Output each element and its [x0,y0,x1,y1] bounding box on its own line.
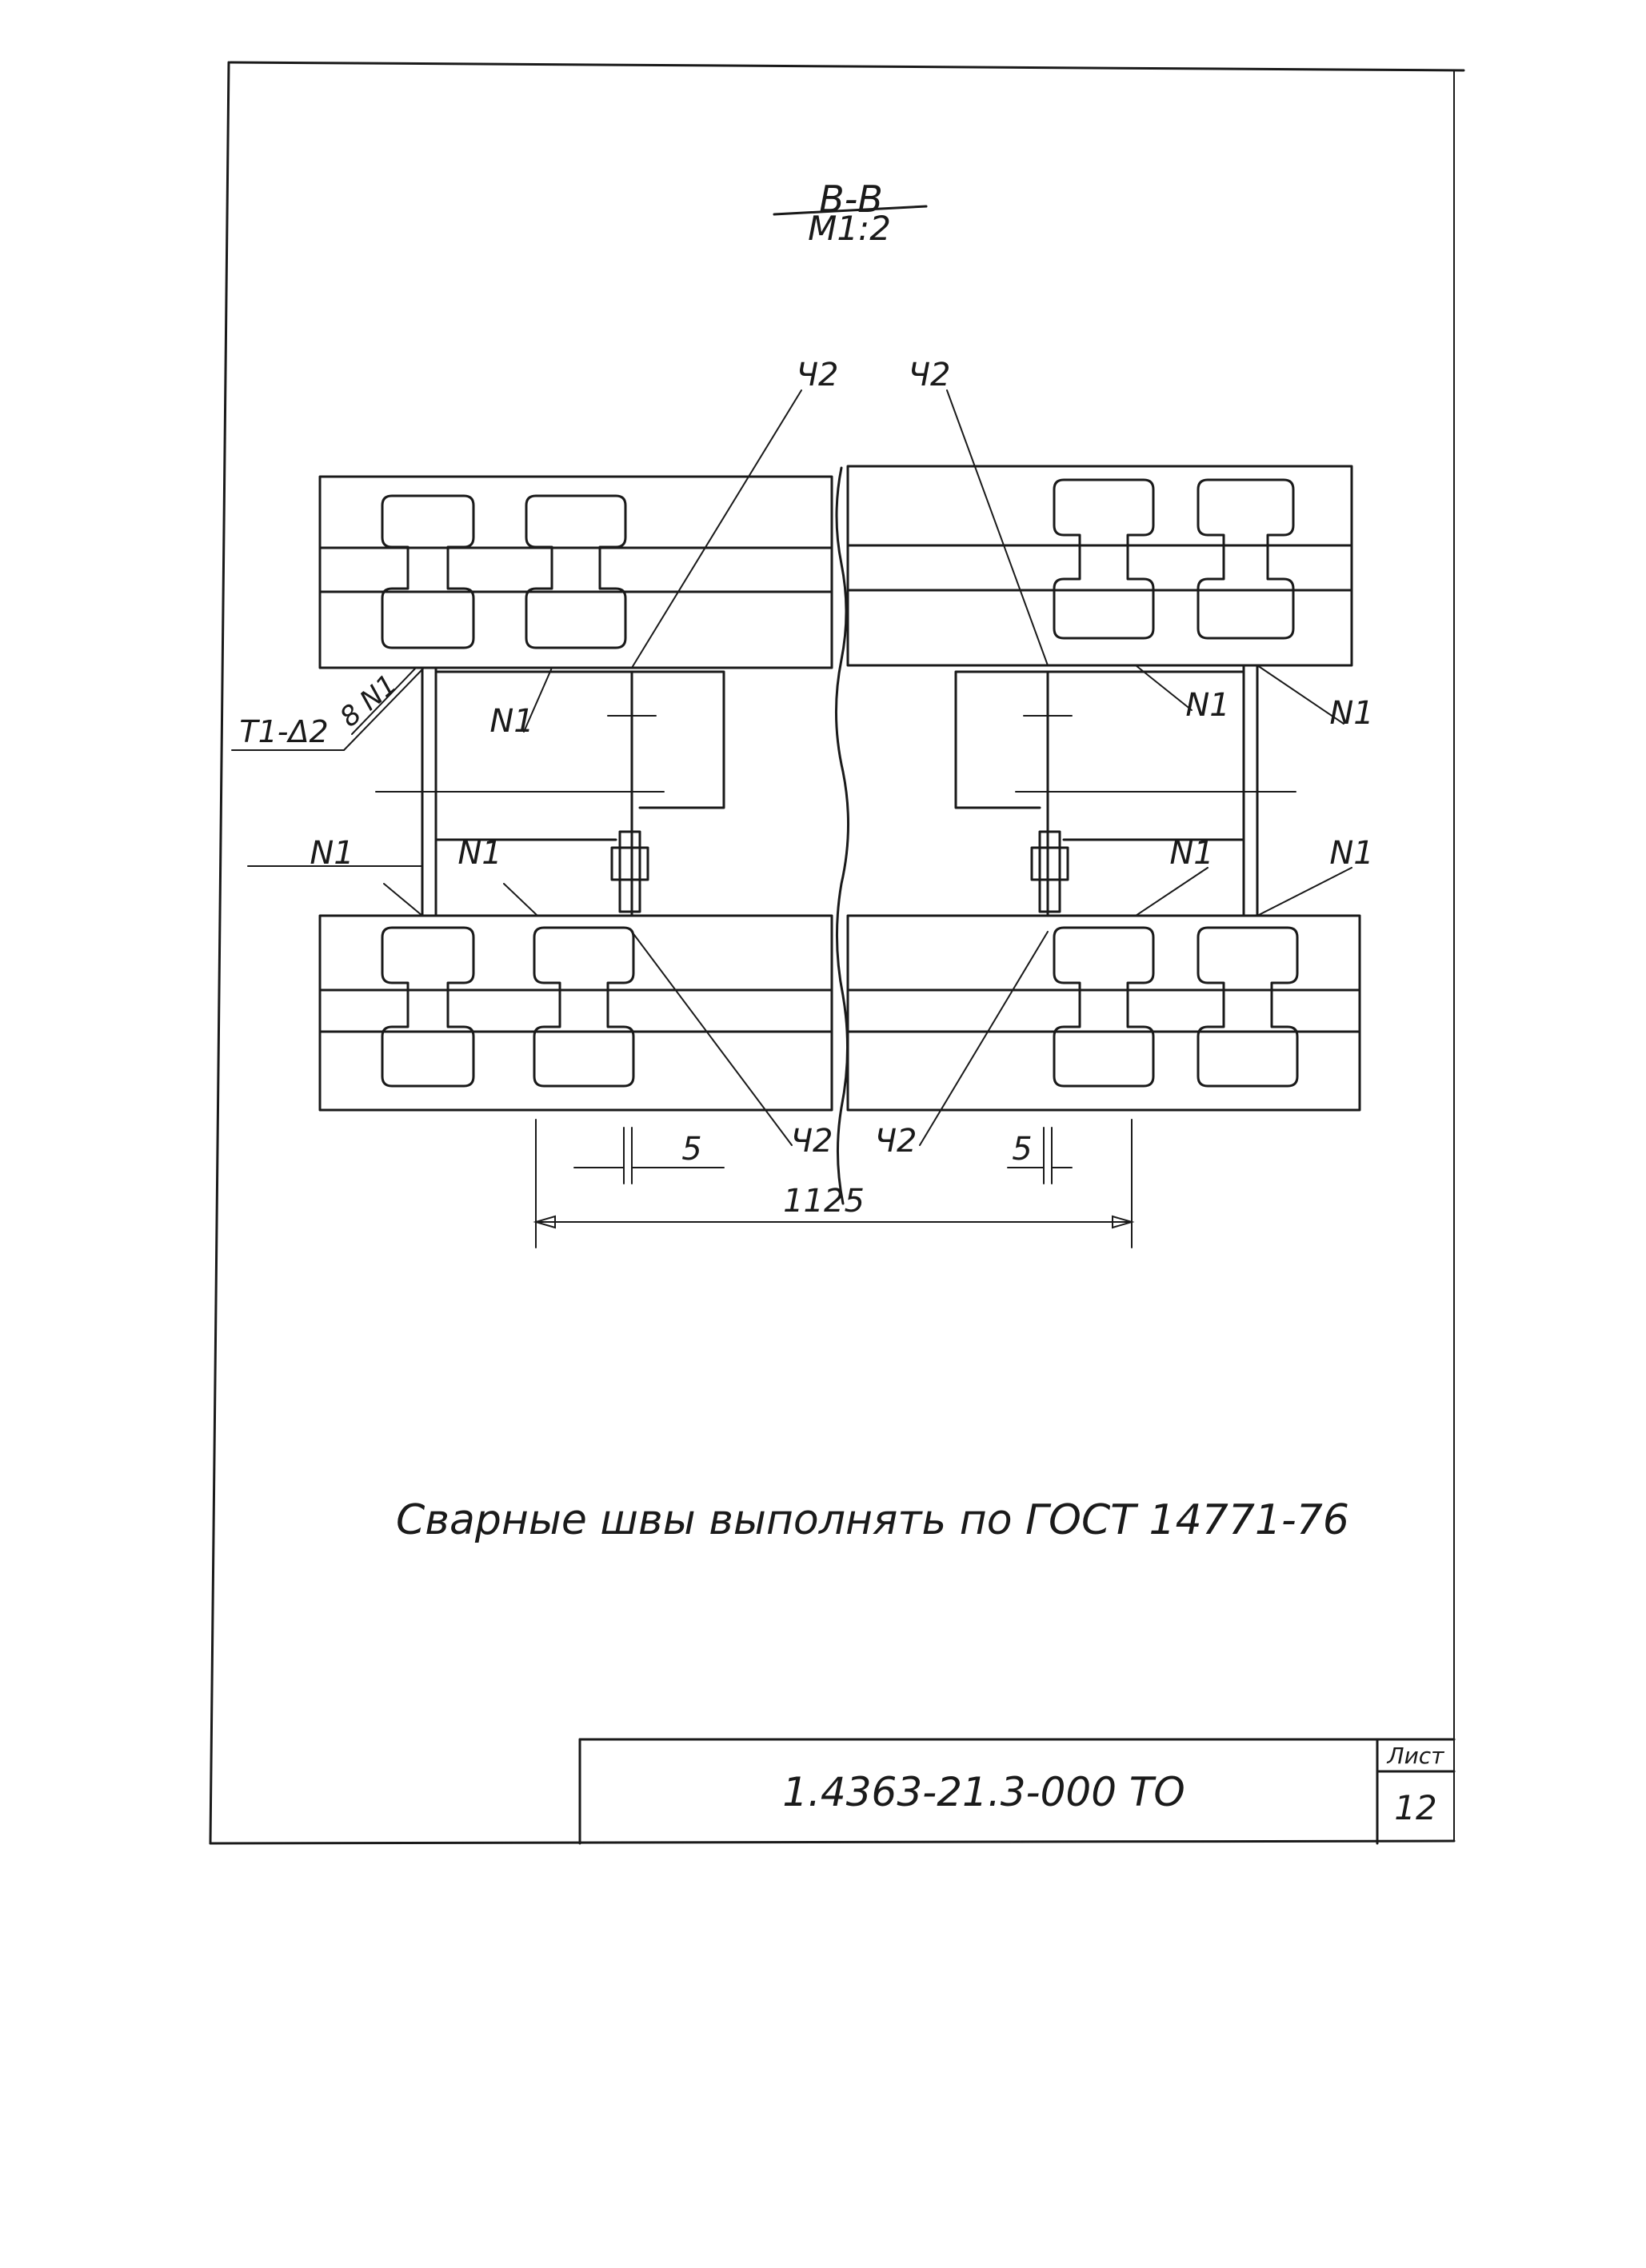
document-code: 1.4363-21.3-000 ТО [782,1769,1185,1815]
label-n1-b: N1 [1185,687,1229,724]
label-ch2-top-left: Ч2 [797,357,839,393]
label-weld-code: Т1-Δ2 [239,714,328,749]
assembly-drawing [247,389,1361,1248]
section-scale: М1:2 [808,209,891,248]
dimension-width: 1125 [783,1183,865,1220]
label-ch2-bottom-left: Ч2 [791,1123,833,1160]
sheet-frame [209,61,1465,1845]
section-caption: В-В М1:2 [773,178,928,248]
connection-brackets [375,664,1296,917]
welding-note: Сварные швы выполнять по ГОСТ 14771-76 [396,1496,1349,1544]
label-n1-c: N1 [1329,695,1373,732]
upper-right-panel [846,465,1353,667]
sheet-label: Лист [1387,1743,1445,1769]
label-ch2-bottom-right: Ч2 [875,1123,917,1160]
callout-labels: Ч2 Ч2 Ч2 Ч2 N1 N1 N1 N1 N1 N1 N1 Т1-Δ2 8… [231,357,1374,1220]
leader-lines [247,389,1352,1146]
dimension-gap-left: 5 [681,1131,701,1168]
lower-right-panel [846,914,1361,1112]
label-n1-f: N1 [1169,835,1213,872]
label-n1-g: N1 [1329,835,1373,872]
label-n1-e: N1 [457,835,501,872]
section-name: В-В [819,178,883,221]
title-block: 1.4363-21.3-000 ТО Лист 12 [578,1738,1456,1845]
lower-left-panel [318,914,833,1112]
label-ch2-top-right: Ч2 [909,357,951,393]
dimension-gap-right: 5 [1012,1131,1032,1168]
dimension-lines [533,1119,1135,1248]
upper-left-panel [318,475,833,669]
label-n1-d: N1 [310,835,354,872]
break-line [835,466,849,1205]
label-n1-a: N1 [489,703,533,740]
sheet-number: 12 [1394,1788,1436,1827]
